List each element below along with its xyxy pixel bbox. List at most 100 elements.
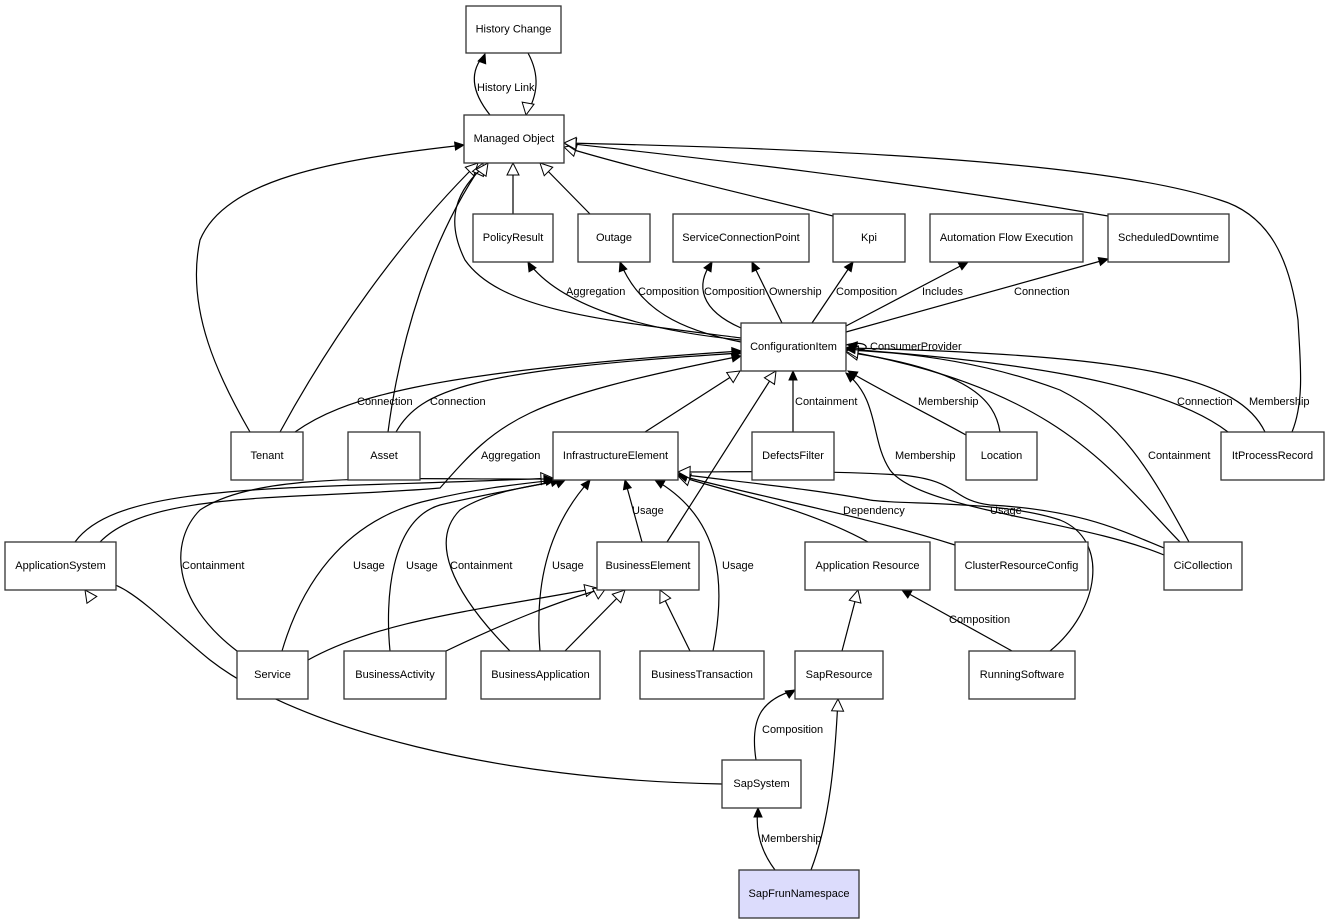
edge-business_application-to-infrastructure_element bbox=[538, 479, 591, 652]
node-managed-object[interactable]: Managed Object bbox=[463, 114, 565, 164]
node-label: Automation Flow Execution bbox=[940, 232, 1073, 244]
edge-infrastructure_element-to-configuration_item bbox=[644, 370, 741, 433]
edge-line bbox=[294, 350, 742, 433]
edge-sap_frun_namespace-to-sap_system bbox=[753, 806, 776, 871]
node-automation-flow-execution[interactable]: Automation Flow Execution bbox=[929, 213, 1084, 263]
hollow-arrowhead bbox=[84, 589, 98, 605]
node-cluster-resource-config[interactable]: ClusterResourceConfig bbox=[954, 541, 1089, 591]
edge-line bbox=[619, 261, 742, 343]
filled-arrowhead bbox=[453, 141, 466, 151]
node-sap-frun-namespace[interactable]: SapFrunNamespace bbox=[738, 869, 860, 919]
edge-label: Connection bbox=[430, 396, 486, 408]
edge-label: ConsumerProvider bbox=[870, 341, 962, 353]
filled-arrowhead bbox=[653, 479, 666, 489]
node-business-transaction[interactable]: BusinessTransaction bbox=[639, 650, 765, 700]
edge-line bbox=[753, 689, 796, 761]
edge-managed_object-to-history_change bbox=[473, 52, 491, 116]
node-business-activity[interactable]: BusinessActivity bbox=[343, 650, 447, 700]
edge-label: Ownership bbox=[769, 286, 822, 298]
edge-label: Aggregation bbox=[566, 286, 625, 298]
node-ci-collection[interactable]: CiCollection bbox=[1163, 541, 1243, 591]
edge-line bbox=[845, 347, 1266, 433]
edge-configuration_item-to-managed_object bbox=[454, 162, 742, 339]
node-box bbox=[480, 650, 601, 700]
edge-line bbox=[751, 261, 783, 324]
node-box bbox=[794, 650, 884, 700]
node-service[interactable]: Service bbox=[236, 650, 309, 700]
node-asset[interactable]: Asset bbox=[347, 431, 421, 481]
filled-arrowhead bbox=[554, 479, 567, 489]
node-label: DefectsFilter bbox=[762, 450, 824, 462]
node-service-connection-point[interactable]: ServiceConnectionPoint bbox=[672, 213, 810, 263]
edge-line bbox=[195, 144, 465, 433]
edge-label: Usage bbox=[406, 560, 438, 572]
filled-arrowhead bbox=[844, 343, 856, 353]
node-it-process-record[interactable]: ItProcessRecord bbox=[1220, 431, 1325, 481]
edge-asset-to-managed_object bbox=[387, 161, 484, 433]
edge-scheduled_downtime-to-managed_object bbox=[562, 137, 1109, 217]
node-business-application[interactable]: BusinessApplication bbox=[480, 650, 601, 700]
edge-label: History Link bbox=[477, 82, 535, 94]
hollow-arrowhead bbox=[611, 589, 626, 604]
edge-policy_result-to-managed_object bbox=[506, 161, 520, 214]
hollow-arrowhead bbox=[521, 101, 535, 117]
filled-arrowhead bbox=[845, 372, 857, 383]
edge-line bbox=[624, 479, 643, 543]
node-box bbox=[230, 431, 304, 481]
edge-line bbox=[847, 370, 967, 436]
edge-line bbox=[563, 142, 1302, 433]
edge-label: Aggregation bbox=[481, 450, 540, 462]
node-box bbox=[968, 650, 1076, 700]
node-history-change[interactable]: History Change bbox=[465, 5, 562, 54]
node-label: ItProcessRecord bbox=[1232, 450, 1313, 462]
node-infrastructure-element[interactable]: InfrastructureElement bbox=[552, 431, 679, 481]
edge-line bbox=[307, 587, 598, 661]
edge-ci_collection-to-infrastructure_element bbox=[676, 465, 1165, 549]
edge-asset-to-configuration_item bbox=[395, 348, 743, 433]
node-application-system[interactable]: ApplicationSystem bbox=[4, 541, 117, 591]
edge-application_system-to-configuration_item bbox=[99, 353, 743, 543]
node-label: Application Resource bbox=[816, 560, 920, 572]
node-outage[interactable]: Outage bbox=[577, 213, 651, 263]
node-running-software[interactable]: RunningSoftware bbox=[968, 650, 1076, 700]
edge-label: Usage bbox=[353, 560, 385, 572]
node-scheduled-downtime[interactable]: ScheduledDowntime bbox=[1107, 213, 1230, 263]
edge-configuration_item-to-outage bbox=[618, 260, 742, 343]
edge-sap_system-to-sap_resource bbox=[753, 689, 797, 761]
edge-line bbox=[445, 479, 566, 652]
node-sap-system[interactable]: SapSystem bbox=[721, 759, 802, 809]
node-tenant[interactable]: Tenant bbox=[230, 431, 304, 481]
edge-line bbox=[845, 258, 1109, 333]
edge-business_element-to-configuration_item bbox=[666, 370, 777, 543]
node-business-element[interactable]: BusinessElement bbox=[596, 541, 700, 591]
node-box bbox=[639, 650, 765, 700]
edge-it_process_record-to-configuration_item bbox=[844, 343, 1266, 433]
edge-configuration_item-to-service_connection_point bbox=[751, 260, 783, 324]
node-configuration-item[interactable]: ConfigurationItem bbox=[740, 322, 847, 372]
edge-tenant-to-managed_object bbox=[195, 141, 466, 433]
edge-configuration_item-to-scheduled_downtime bbox=[845, 257, 1110, 333]
edge-line bbox=[677, 473, 1094, 652]
node-application-resource[interactable]: Application Resource bbox=[804, 541, 931, 591]
node-box bbox=[1220, 431, 1325, 481]
filled-arrowhead bbox=[788, 369, 798, 381]
filled-arrowhead bbox=[1097, 257, 1110, 267]
node-box bbox=[1163, 541, 1243, 591]
filled-arrowhead bbox=[527, 260, 537, 273]
node-label: ApplicationSystem bbox=[15, 560, 106, 572]
node-label: History Change bbox=[476, 24, 552, 36]
filled-arrowhead bbox=[784, 689, 797, 699]
node-kpi[interactable]: Kpi bbox=[832, 213, 906, 263]
hollow-arrowhead bbox=[763, 370, 777, 386]
edge-line bbox=[454, 162, 742, 339]
edge-label: Membership bbox=[895, 450, 956, 462]
node-label: Asset bbox=[370, 450, 398, 462]
edge-label: Composition bbox=[836, 286, 897, 298]
node-policy-result[interactable]: PolicyResult bbox=[472, 213, 554, 263]
node-location[interactable]: Location bbox=[965, 431, 1038, 481]
node-defects-filter[interactable]: DefectsFilter bbox=[751, 431, 835, 481]
edge-business_activity-to-business_element bbox=[445, 587, 607, 652]
hollow-arrowhead bbox=[475, 162, 489, 178]
node-sap-resource[interactable]: SapResource bbox=[794, 650, 884, 700]
